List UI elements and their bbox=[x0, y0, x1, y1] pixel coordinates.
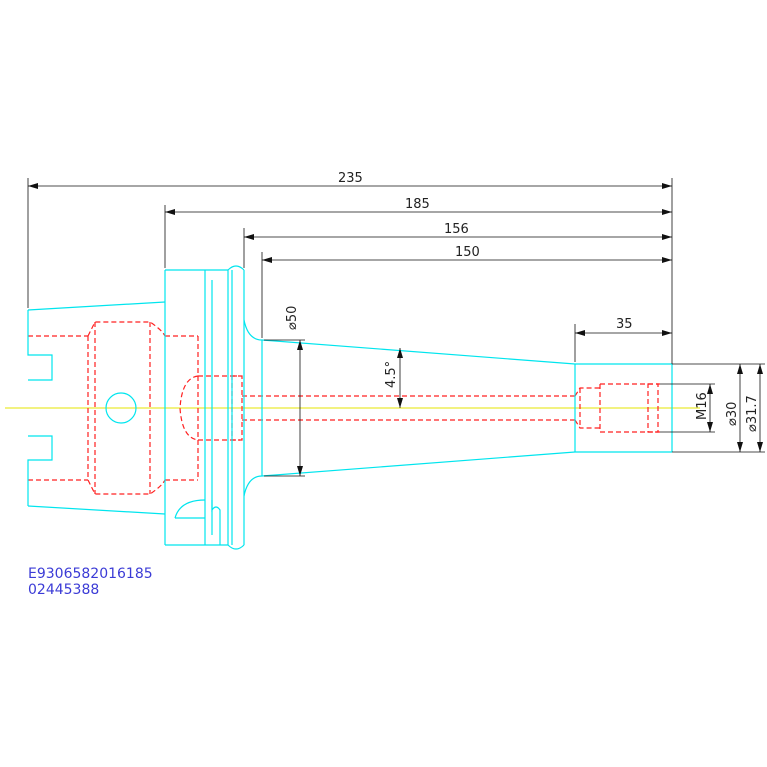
dim-35: 35 bbox=[616, 317, 633, 332]
dim-phi50: ⌀50 bbox=[285, 306, 300, 330]
dim-m16: M16 bbox=[695, 392, 710, 420]
part-code-primary: E9306582016185 bbox=[28, 566, 153, 582]
part-outline bbox=[27, 265, 673, 550]
part-code-secondary: 02445388 bbox=[28, 582, 99, 598]
dim-phi31-7: ⌀31.7 bbox=[745, 395, 760, 432]
dim-235: 235 bbox=[338, 171, 363, 186]
dimension-lines bbox=[27, 178, 765, 477]
dim-angle: 4.5° bbox=[384, 361, 399, 388]
dim-150: 150 bbox=[455, 245, 480, 260]
dimension-arrows bbox=[28, 183, 763, 476]
hidden-lines bbox=[28, 321, 660, 495]
dim-phi30: ⌀30 bbox=[725, 402, 740, 426]
dim-185: 185 bbox=[405, 197, 430, 212]
dim-156: 156 bbox=[444, 222, 469, 237]
